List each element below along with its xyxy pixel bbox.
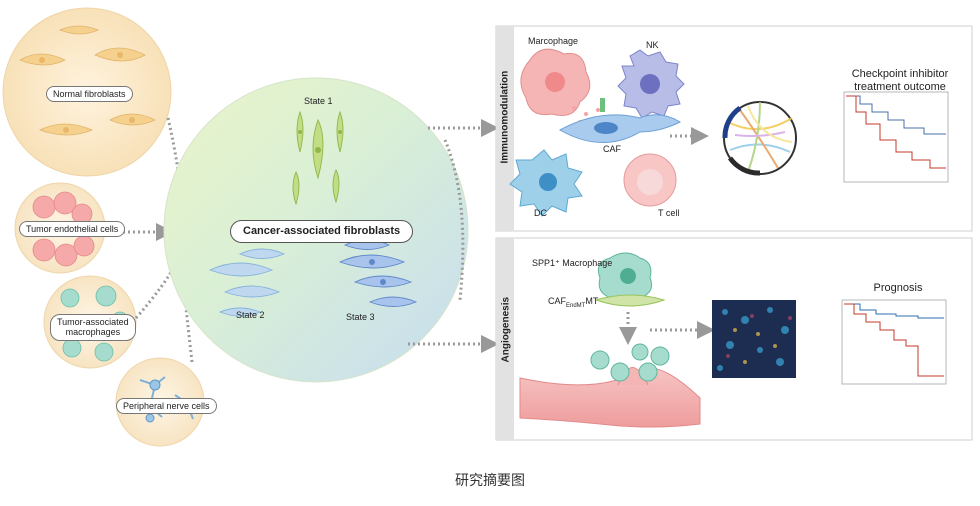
endothelial-cells-label: Tumor endothelial cells [19,221,126,238]
state1-label: State 1 [304,96,333,106]
figure-caption: 研究摘要图 [455,473,525,489]
tam-label: Tumor-associated macrophages [50,314,136,341]
angiogenesis-side-label: Angiogenesis [500,296,512,363]
spp1-macrophage-label: SPP1⁺ Macrophage [532,258,613,268]
immunomodulation-side-label: Immunomodulation [499,70,511,164]
normal-fibroblasts-label: Normal fibroblasts [46,86,133,103]
state3-label: State 3 [346,312,375,322]
caf-endmt-suffix: MT [585,296,599,306]
tcell-label: T cell [658,208,680,218]
state2-label: State 2 [236,310,265,320]
angiogenesis-panel [495,237,973,441]
caf-endmt-prefix: CAF [548,296,566,306]
caf-endmt-label: CAFEndMTMT [548,296,598,309]
checkpoint-chart-title-line2: treatment outcome [854,81,946,94]
tam-label-line1: Tumor-associated [57,317,129,327]
microscopy-image [712,300,796,378]
km-plot-angio [841,299,947,385]
tam-label-line2: macrophages [65,327,121,338]
prognosis-chart-title: Prognosis [873,282,923,294]
dc-label: DC [534,208,547,218]
nerve-cells-label: Peripheral nerve cells [116,398,217,415]
checkpoint-chart-title-line1: Checkpoint inhibitor [851,68,949,80]
km-plot-immuno [843,91,949,183]
checkpoint-chart-title: Checkpoint inhibitor treatment outcome [848,68,952,94]
chord-diagram [722,101,797,176]
caf-title: Cancer-associated fibroblasts [230,220,414,243]
nk-label: NK [646,40,659,50]
outflow-arrows [408,119,499,353]
caf-endmt-sub: EndMT [566,302,586,309]
immunomodulation-panel [495,25,973,232]
macrophage-label: Marcophage [528,36,579,46]
caf-label: CAF [603,144,621,154]
